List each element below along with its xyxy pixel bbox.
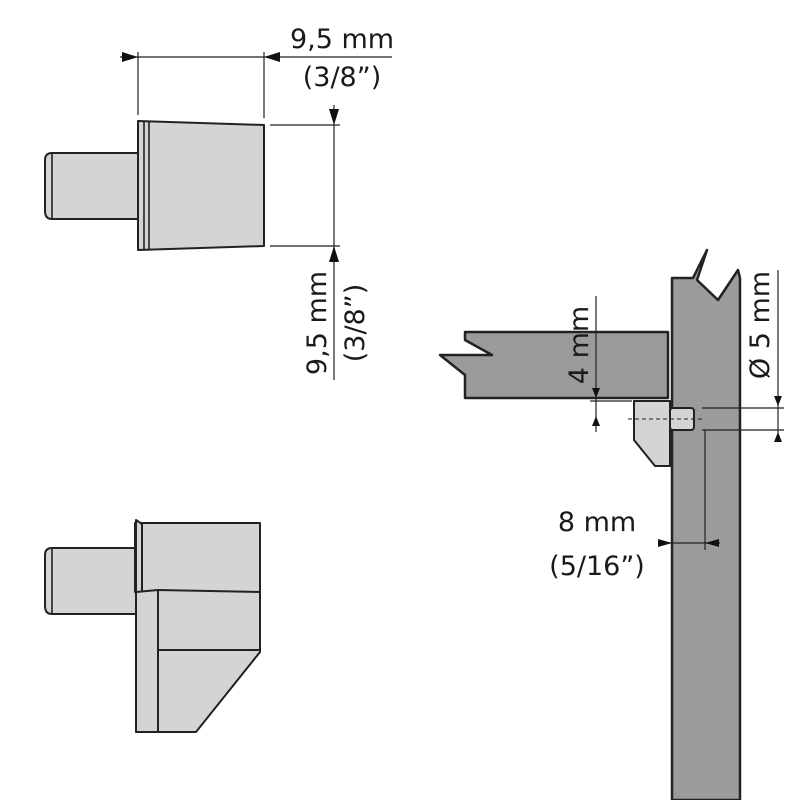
dimension-pin-depth: 8 mm (5/16”): [549, 430, 720, 582]
perspective-support-front-face: [135, 589, 159, 733]
shelf-gap-metric-label: 4 mm: [564, 306, 595, 384]
arrow-head: [592, 416, 600, 426]
pin-diameter-label: Ø 5 mm: [745, 271, 776, 379]
pin-depth-metric-label: 8 mm: [558, 507, 636, 538]
dimension-shelf-gap: 4 mm: [564, 296, 632, 432]
body-height-imperial-label: (3/8”): [340, 284, 371, 363]
cabinet-side-panel: [670, 248, 742, 800]
arrow-head: [774, 396, 782, 406]
body-height-metric-label: 9,5 mm: [302, 271, 333, 375]
arrow-head: [329, 109, 339, 125]
arrow-head: [774, 432, 782, 442]
arrow-head: [122, 52, 138, 62]
dimension-pin-diameter: Ø 5 mm: [702, 270, 784, 442]
side-view-pin-shaft: [44, 152, 141, 220]
arrow-head: [329, 246, 339, 262]
arrow-head: [658, 539, 672, 547]
arrow-head: [705, 539, 719, 547]
perspective-view-support: [44, 519, 261, 733]
perspective-support-top-face: [157, 589, 261, 651]
dimension-body-height: 9,5 mm (3/8”): [270, 105, 371, 380]
arrow-head: [264, 52, 280, 62]
installed-support-body: [633, 400, 671, 467]
pin-depth-imperial-label: (5/16”): [549, 551, 645, 582]
dimension-body-length: 9,5 mm (3/8”): [120, 24, 394, 118]
perspective-support-back: [134, 522, 261, 593]
body-length-metric-label: 9,5 mm: [290, 24, 394, 55]
body-length-imperial-label: (3/8”): [303, 62, 382, 93]
side-view-pin-body: [137, 120, 265, 251]
side-view-pin: [44, 120, 265, 251]
perspective-pin-shaft: [44, 547, 141, 615]
shelf-board: [438, 330, 670, 400]
installed-view: [438, 248, 742, 800]
perspective-support-bevel-face: [157, 649, 261, 733]
arrow-head: [592, 388, 600, 398]
